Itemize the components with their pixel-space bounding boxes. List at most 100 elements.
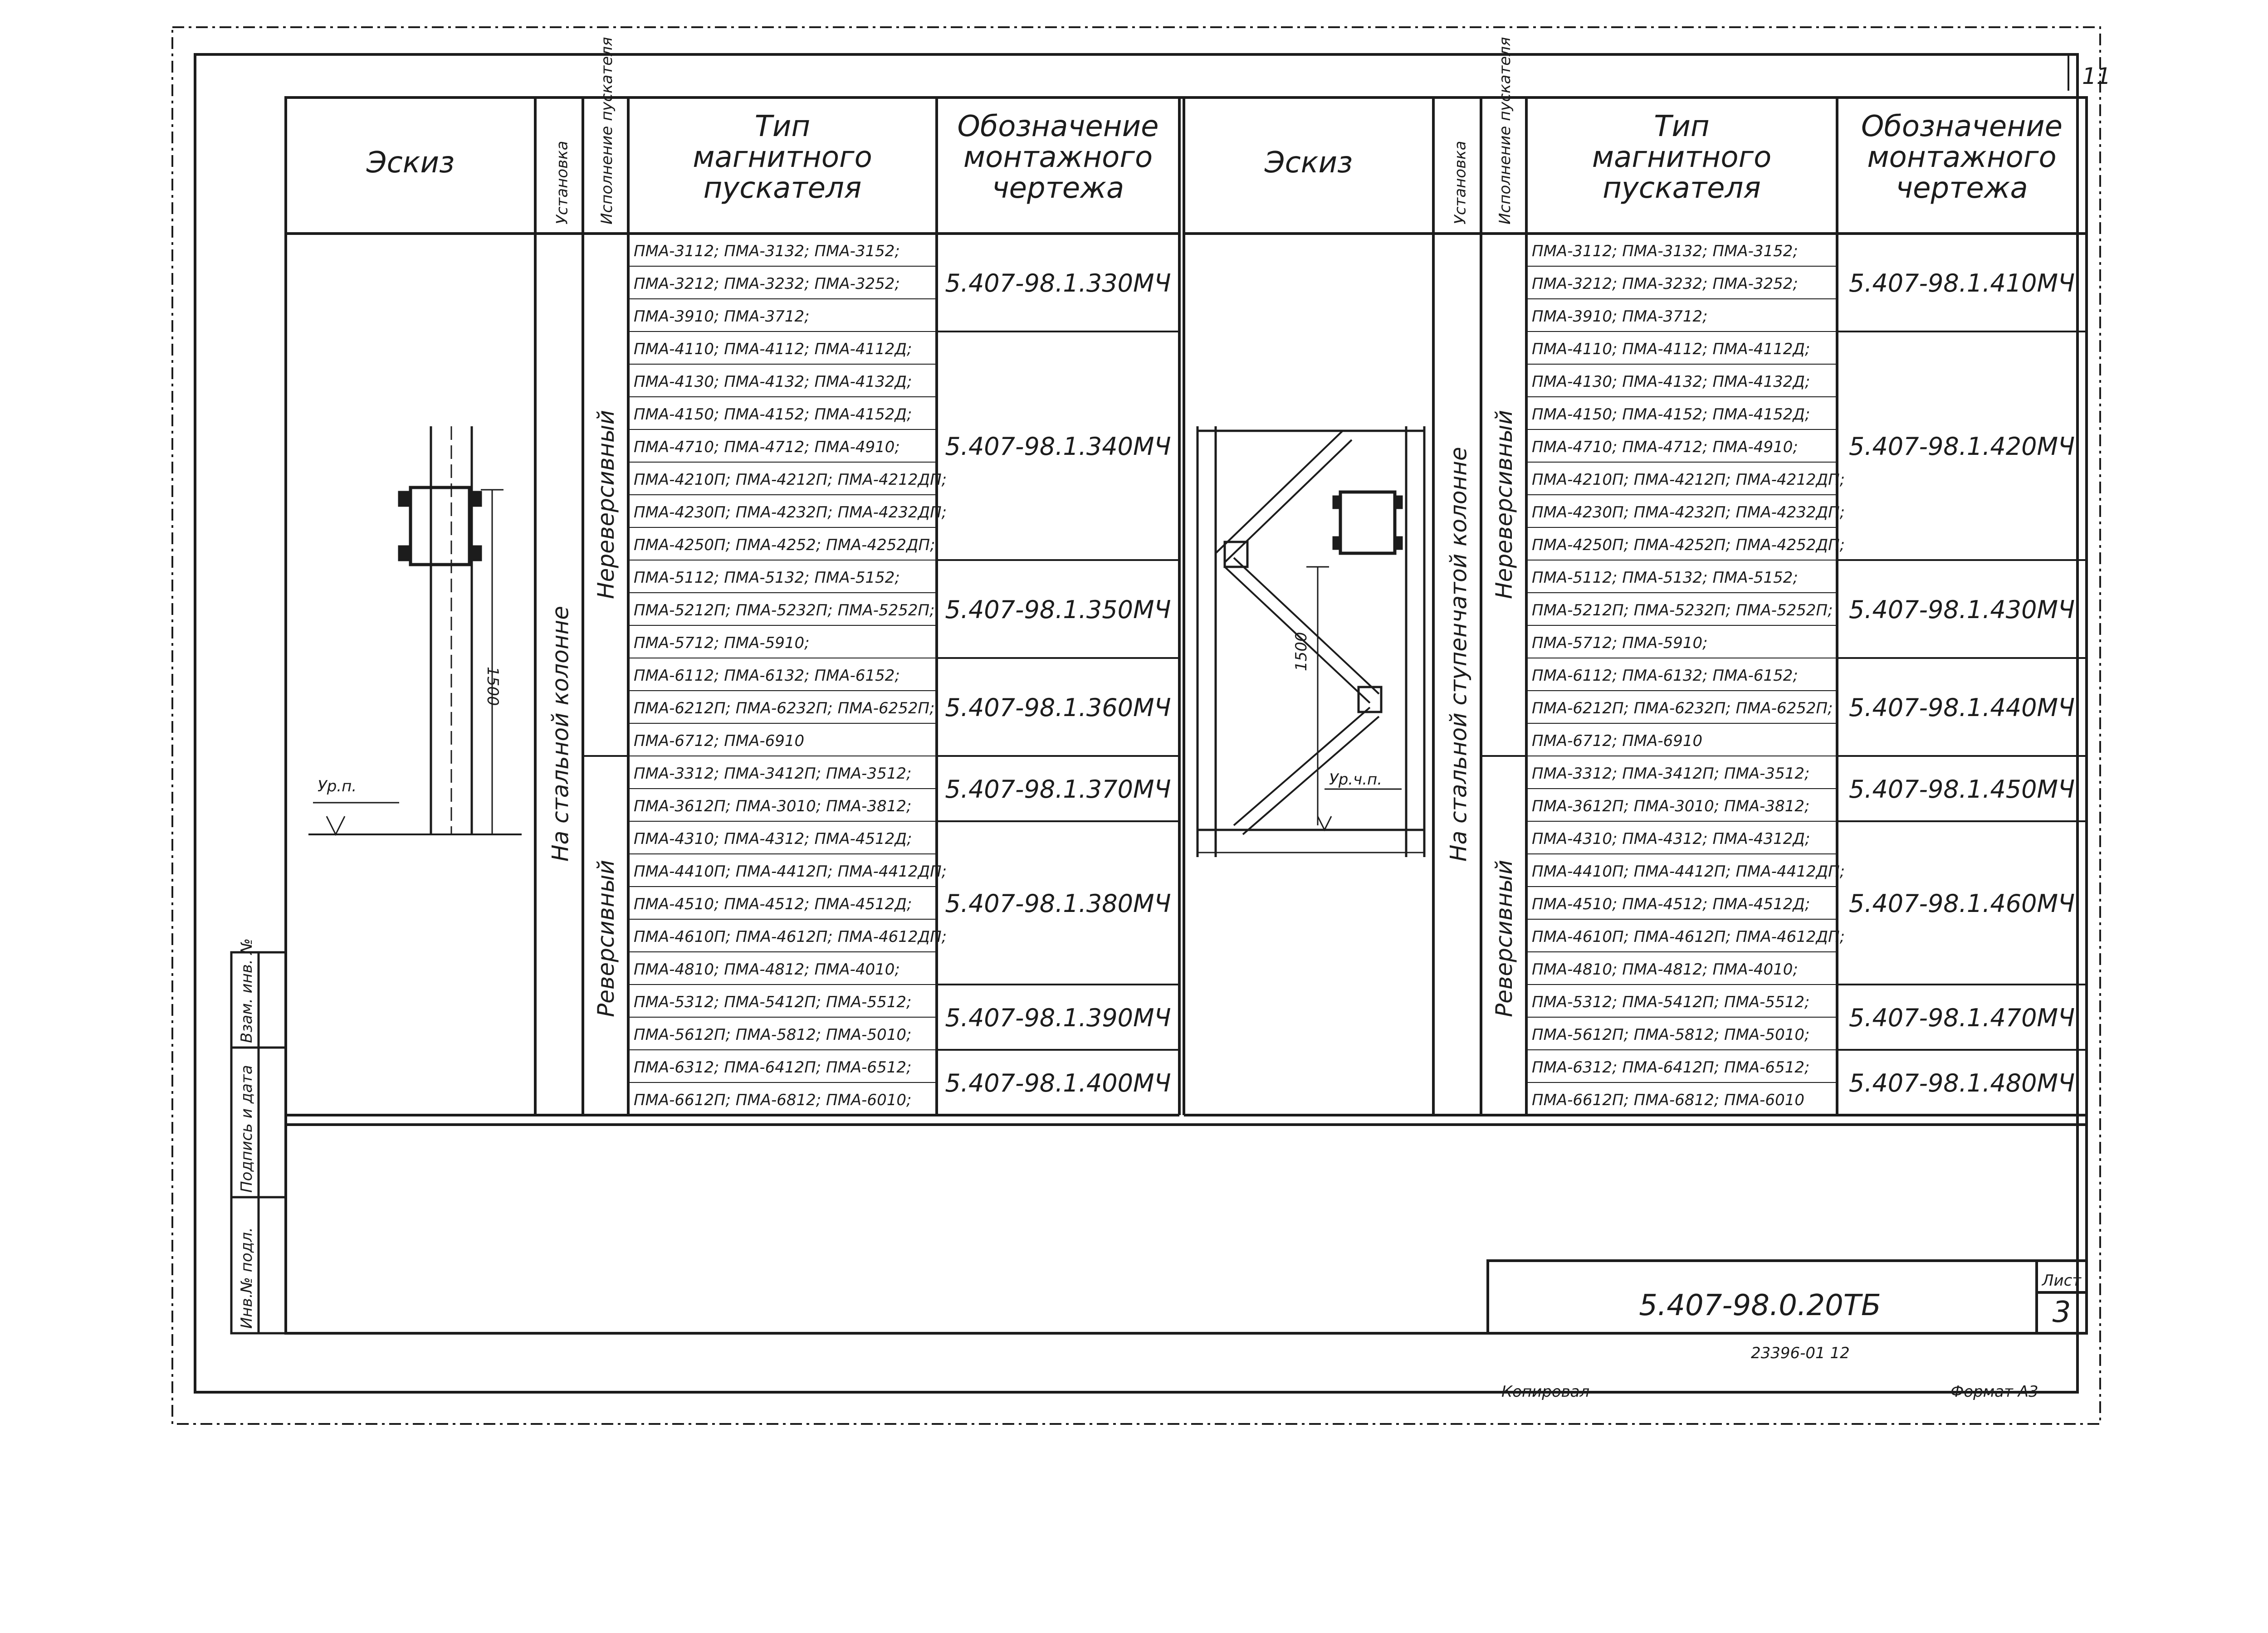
- pusher-type-row: ПМА-3910; ПМА-3712;: [1532, 307, 1708, 326]
- table-grid: [284, 96, 2088, 1116]
- pusher-type-row: ПМА-6612П; ПМА-6812; ПМА-6010: [1532, 1091, 1804, 1109]
- sheet-number: 3: [2053, 1296, 2071, 1329]
- drawing-code: 5.407-98.1.370МЧ: [945, 775, 1171, 804]
- sheet-label: Лист: [2041, 1272, 2082, 1290]
- group-reversible: Реверсивный: [1491, 860, 1517, 1017]
- header-designation-line: Обозначение: [957, 110, 1158, 143]
- pusher-type-row: ПМА-4150; ПМА-4152; ПМА-4152Д;: [1532, 405, 1810, 424]
- pusher-type-row: ПМА-5712; ПМА-5910;: [1532, 634, 1708, 652]
- pusher-type-row: ПМА-6212П; ПМА-6232П; ПМА-6252П;: [1532, 699, 1833, 717]
- header-execution: Исполнение пускателя: [598, 37, 616, 224]
- pusher-type-row: ПМА-4250П; ПМА-4252П; ПМА-4252ДП;: [1532, 536, 1845, 554]
- drawing-code: 5.407-98.1.470МЧ: [1849, 1004, 2075, 1032]
- title-designation: 5.407-98.0.20ТБ: [1639, 1289, 1881, 1322]
- header-type-line: пускателя: [704, 171, 862, 205]
- pusher-type-row: ПМА-4110; ПМА-4112; ПМА-4112Д;: [1532, 340, 1810, 358]
- drawing-code: 5.407-98.1.350МЧ: [945, 595, 1171, 624]
- header-sketch: Эскиз: [366, 146, 455, 180]
- group-nonreversible: Нереверсивный: [1491, 410, 1517, 599]
- pusher-type-row: ПМА-5312; ПМА-5412П; ПМА-5512;: [634, 993, 911, 1011]
- installation-text: На стальной колонне: [547, 606, 574, 862]
- header-type-line: Тип: [1654, 110, 1710, 143]
- pusher-type-row: ПМА-3212; ПМА-3232; ПМА-3252;: [634, 275, 900, 293]
- side-stamp-inventory: Инв.№ подл.: [238, 1227, 256, 1329]
- sketch-level: Ур.п.: [318, 777, 357, 795]
- drawing-code: 5.407-98.1.400МЧ: [945, 1069, 1171, 1097]
- pusher-type-row: ПМА-3612П; ПМА-3010; ПМА-3812;: [1532, 797, 1809, 815]
- drawing-code: 5.407-98.1.430МЧ: [1849, 595, 2075, 624]
- pusher-type-row: ПМА-4230П; ПМА-4232П; ПМА-4232ДП;: [634, 503, 947, 522]
- pusher-type-row: ПМА-6212П; ПМА-6232П; ПМА-6252П;: [634, 699, 935, 717]
- drawing-code: 5.407-98.1.330МЧ: [945, 269, 1171, 297]
- header-type-line: пускателя: [1603, 171, 1761, 205]
- pusher-type-row: ПМА-6312; ПМА-6412П; ПМА-6512;: [1532, 1058, 1809, 1077]
- pusher-type-row: ПМА-4710; ПМА-4712; ПМА-4910;: [634, 438, 900, 456]
- pusher-type-row: ПМА-5612П; ПМА-5812; ПМА-5010;: [634, 1026, 911, 1044]
- pusher-type-row: ПМА-3112; ПМА-3132; ПМА-3152;: [1532, 242, 1798, 260]
- pusher-type-row: ПМА-4610П; ПМА-4612П; ПМА-4612ДП;: [634, 928, 947, 946]
- pusher-type-row: ПМА-5112; ПМА-5132; ПМА-5152;: [1532, 569, 1798, 587]
- drawing-code: 5.407-98.1.460МЧ: [1849, 889, 2075, 918]
- pusher-type-row: ПМА-3212; ПМА-3232; ПМА-3252;: [1532, 275, 1798, 293]
- group-nonreversible: Нереверсивный: [593, 410, 619, 599]
- header-designation-line: монтажного: [1867, 141, 2056, 174]
- pusher-type-row: ПМА-4210П; ПМА-4212П; ПМА-4212ДП;: [634, 471, 947, 489]
- pusher-type-row: ПМА-5112; ПМА-5132; ПМА-5152;: [634, 569, 900, 587]
- pusher-type-row: ПМА-4310; ПМА-4312; ПМА-4512Д;: [634, 830, 912, 848]
- header-designation-line: чертежа: [992, 171, 1124, 205]
- pusher-type-row: ПМА-4510; ПМА-4512; ПМА-4512Д;: [1532, 895, 1810, 913]
- pusher-type-row: ПМА-4710; ПМА-4712; ПМА-4910;: [1532, 438, 1798, 456]
- header-installation: Установка: [553, 141, 572, 225]
- pusher-type-row: ПМА-6712; ПМА-6910: [1532, 732, 1702, 750]
- pusher-type-row: ПМА-4510; ПМА-4512; ПМА-4512Д;: [634, 895, 912, 913]
- drawing-code: 5.407-98.1.360МЧ: [945, 693, 1171, 722]
- pusher-type-row: ПМА-4150; ПМА-4152; ПМА-4152Д;: [634, 405, 912, 424]
- group-reversible: Реверсивный: [593, 860, 619, 1017]
- pusher-type-row: ПМА-6712; ПМА-6910: [634, 732, 804, 750]
- header-type-line: магнитного: [693, 141, 872, 174]
- corner-mark: 11: [2082, 63, 2111, 89]
- pusher-type-row: ПМА-6312; ПМА-6412П; ПМА-6512;: [634, 1058, 911, 1077]
- pusher-type-row: ПМА-4210П; ПМА-4212П; ПМА-4212ДП;: [1532, 471, 1845, 489]
- drawing-code: 5.407-98.1.380МЧ: [945, 889, 1171, 918]
- pusher-type-row: ПМА-4110; ПМА-4112; ПМА-4112Д;: [634, 340, 912, 358]
- table-texts: Эскиз Установка Исполнение пускателя Тип Обо…: [238, 37, 2082, 1401]
- pusher-type-row: ПМА-4410П; ПМА-4412П; ПМА-4412ДП;: [1532, 863, 1845, 881]
- pusher-type-row: ПМА-4810; ПМА-4812; ПМА-4010;: [1532, 960, 1798, 979]
- pusher-type-row: ПМА-4610П; ПМА-4612П; ПМА-4612ДП;: [1532, 928, 1845, 946]
- right-sketch: [1196, 426, 1426, 857]
- pusher-type-row: ПМА-3312; ПМА-3412П; ПМА-3512;: [634, 765, 911, 783]
- pusher-type-row: ПМА-6612П; ПМА-6812; ПМА-6010;: [634, 1091, 911, 1109]
- pusher-type-row: ПМА-5312; ПМА-5412П; ПМА-5512;: [1532, 993, 1809, 1011]
- pusher-type-row: ПМА-6112; ПМА-6132; ПМА-6152;: [1532, 667, 1798, 685]
- header-installation: Установка: [1452, 141, 1470, 225]
- pusher-type-row: ПМА-4130; ПМА-4132; ПМА-4132Д;: [1532, 373, 1810, 391]
- pusher-type-row: ПМА-5612П; ПМА-5812; ПМА-5010;: [1532, 1026, 1809, 1044]
- pusher-type-row: ПМА-3312; ПМА-3412П; ПМА-3512;: [1532, 765, 1809, 783]
- header-type-line: магнитного: [1592, 141, 1772, 174]
- copied-label: Копировал: [1501, 1383, 1589, 1401]
- pusher-type-row: ПМА-3612П; ПМА-3010; ПМА-3812;: [634, 797, 911, 815]
- header-sketch: Эскиз: [1264, 146, 1353, 180]
- drawing-code: 5.407-98.1.410МЧ: [1849, 269, 2075, 297]
- header-designation-line: монтажного: [963, 141, 1153, 174]
- sheet-frame: [171, 26, 2101, 1425]
- pusher-type-row: ПМА-4250П; ПМА-4252; ПМА-4252ДП;: [634, 536, 935, 554]
- installation-text: На стальной ступенчатой колонне: [1446, 447, 1472, 862]
- pusher-type-row: ПМА-4410П; ПМА-4412П; ПМА-4412ДП;: [634, 863, 947, 881]
- pusher-type-row: ПМА-6112; ПМА-6132; ПМА-6152;: [634, 667, 900, 685]
- drawing-code: 5.407-98.1.420МЧ: [1849, 432, 2075, 461]
- header-type-line: Тип: [755, 110, 811, 143]
- pusher-type-row: ПМА-5712; ПМА-5910;: [634, 634, 810, 652]
- order-number: 23396-01 12: [1751, 1344, 1850, 1362]
- header-execution: Исполнение пускателя: [1496, 37, 1514, 224]
- pusher-type-row: ПМА-3112; ПМА-3132; ПМА-3152;: [634, 242, 900, 260]
- title-block: [1486, 1259, 2088, 1335]
- side-stamp: [230, 951, 287, 1335]
- pusher-type-row: ПМА-4130; ПМА-4132; ПМА-4132Д;: [634, 373, 912, 391]
- drawing-code: 5.407-98.1.440МЧ: [1849, 693, 2075, 722]
- drawing-code: 5.407-98.1.480МЧ: [1849, 1069, 2075, 1097]
- format-label: Формат А3: [1950, 1383, 2038, 1401]
- header-designation-line: Обозначение: [1861, 110, 2063, 143]
